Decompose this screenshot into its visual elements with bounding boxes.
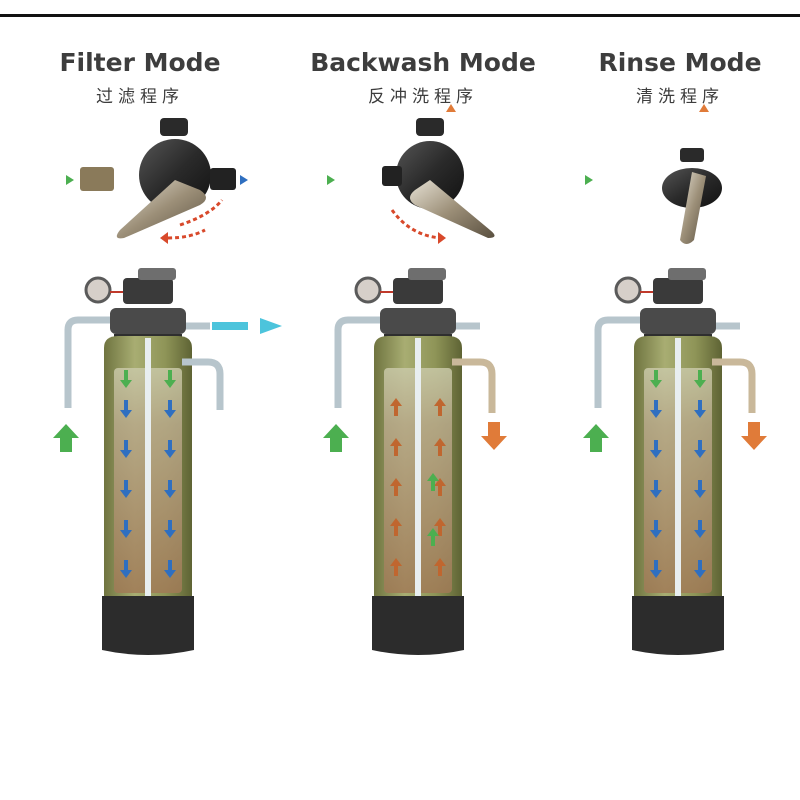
outlet-arrow-icon [240, 175, 248, 185]
filter-inlet-arrow-icon [53, 424, 79, 452]
inlet-arrow-icon [66, 175, 74, 185]
backwash-valve-illustration [327, 104, 495, 244]
rinse-valve-illustration [585, 104, 722, 244]
rotate-arrow-icon [168, 230, 205, 238]
filter-valve-illustration [66, 118, 248, 244]
inlet-arrow-icon [585, 175, 593, 185]
backwash-tank [323, 268, 507, 655]
outlet-arrow-icon [446, 104, 456, 112]
inlet-arrow-icon [327, 175, 335, 185]
filter-tank [53, 268, 220, 655]
outlet-arrow-icon [699, 104, 709, 112]
backwash-drain-arrow-icon [481, 422, 507, 450]
rinse-tank [583, 268, 767, 655]
rinse-drain-arrow-icon [741, 422, 767, 450]
rotate-arrow-icon [392, 210, 440, 238]
